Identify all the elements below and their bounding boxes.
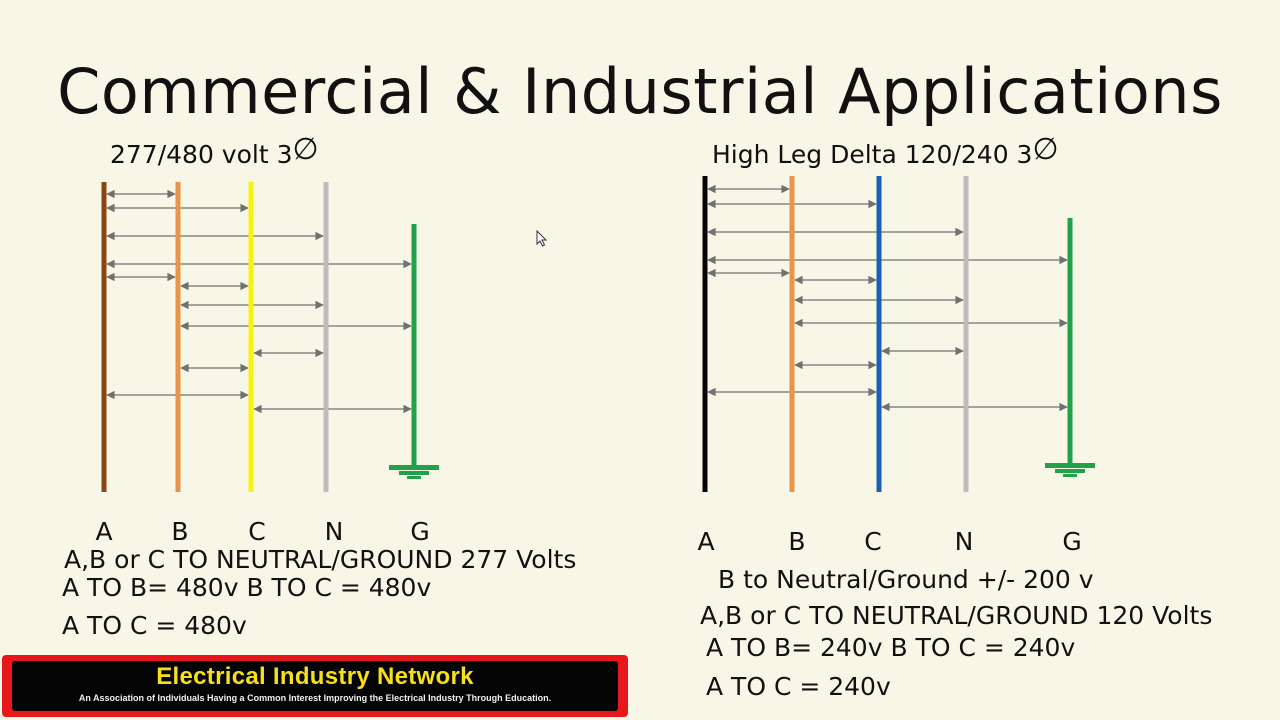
right-wire-label-a: A — [697, 527, 715, 556]
footer-banner: Electrical Industry Network An Associati… — [2, 655, 628, 717]
left-wire-label-b: B — [171, 517, 189, 546]
left-wire-label-c: C — [248, 517, 266, 546]
footer-logo-panel: Electrical Industry Network An Associati… — [12, 661, 618, 711]
right-line-4: A TO C = 240v — [706, 672, 891, 701]
right-wire-label-g: G — [1062, 527, 1082, 556]
right-wire-label-c: C — [864, 527, 882, 556]
left-line-2: A TO B= 480v B TO C = 480v — [62, 573, 432, 602]
right-wire-label-n: N — [954, 527, 974, 556]
right-ground-symbol-icon — [1045, 463, 1095, 477]
right-line-1: B to Neutral/Ground +/- 200 v — [718, 565, 1094, 594]
left-wire-label-n: N — [324, 517, 344, 546]
left-ground-symbol-icon — [389, 465, 439, 479]
right-line-3: A TO B= 240v B TO C = 240v — [706, 633, 1076, 662]
phase-symbol-icon: ∅ — [1032, 132, 1059, 167]
right-diagram — [702, 176, 1095, 492]
left-diagram — [101, 182, 439, 492]
right-heading: High Leg Delta 120/240 3∅ — [712, 132, 1059, 170]
footer-tagline: An Association of Individuals Having a C… — [78, 693, 552, 703]
left-heading-text: 277/480 volt 3 — [110, 140, 293, 169]
right-heading-text: High Leg Delta 120/240 3 — [712, 140, 1033, 169]
mouse-cursor-icon — [536, 230, 548, 247]
left-line-1: A,B or C TO NEUTRAL/GROUND 277 Volts — [64, 545, 577, 574]
left-heading: 277/480 volt 3∅ — [110, 132, 319, 170]
right-line-2: A,B or C TO NEUTRAL/GROUND 120 Volts — [700, 601, 1213, 630]
slide-title: Commercial & Industrial Applications — [57, 55, 1223, 128]
right-wire-label-b: B — [788, 527, 806, 556]
phase-symbol-icon: ∅ — [292, 132, 319, 167]
left-line-3: A TO C = 480v — [62, 611, 247, 640]
footer-organization-name: Electrical Industry Network — [156, 663, 474, 690]
left-wire-label-g: G — [410, 517, 430, 546]
left-wire-label-a: A — [95, 517, 113, 546]
